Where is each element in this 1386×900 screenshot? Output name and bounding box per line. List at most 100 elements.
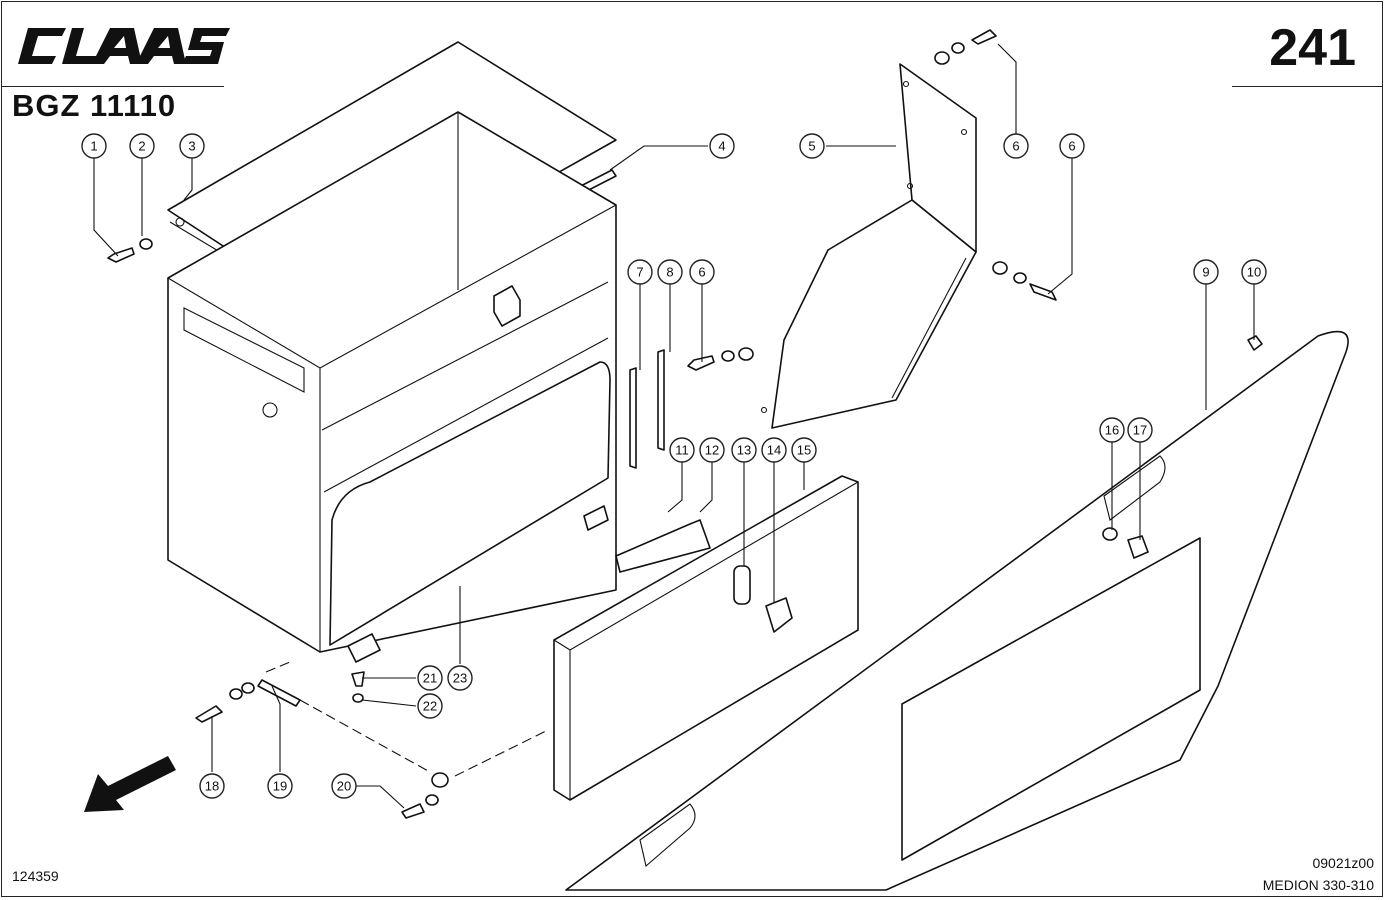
door-panel [553,475,859,801]
callout-label: 12 [705,443,719,458]
callout-circle [267,773,293,799]
callout-18: 18 [199,773,225,799]
callout-label: 18 [205,779,219,794]
callout-6: 6 [689,259,715,285]
bolt-set-center [687,355,715,371]
assembly-line [299,699,549,777]
screw-21 [351,671,365,687]
header-rule-right [1232,86,1382,87]
direction-arrow-icon [84,756,176,812]
washer-part [139,238,153,250]
callout-label: 15 [797,443,811,458]
callout-6: 6 [1003,133,1029,159]
callout-circle [791,437,817,463]
callout-label: 10 [1247,265,1261,280]
callout-14: 14 [761,437,787,463]
nut-center [738,347,754,361]
callout-label: 3 [188,139,195,154]
machine-name: MEDION 330-310 [1262,877,1374,893]
callout-circle [331,773,357,799]
callout-circle [1193,259,1219,285]
callout-label: 23 [453,671,467,686]
callout-5: 5 [799,133,825,159]
callout-label: 9 [1202,265,1209,280]
callout-circle [699,437,725,463]
callout-circle [1059,133,1085,159]
bolt-20 [401,803,425,819]
callout-circle [417,693,443,719]
callout-17: 17 [1127,417,1153,443]
callout-circle [627,259,653,285]
callout-label: 8 [666,265,673,280]
callout-7: 7 [627,259,653,285]
nut-bottom [241,682,255,694]
callout-label: 11 [675,443,689,458]
callout-label: 13 [737,443,751,458]
callout-3: 3 [179,133,205,159]
callout-10: 10 [1241,259,1267,285]
callout-circle [179,133,205,159]
callout-label: 7 [636,265,643,280]
callout-label: 16 [1105,423,1119,438]
claas-logo [18,28,230,64]
callout-4: 4 [709,133,735,159]
callout-12: 12 [699,437,725,463]
drawing-number: 124359 [12,868,59,884]
callout-circle [709,133,735,159]
callout-16: 16 [1099,417,1125,443]
nut-top [934,51,950,65]
callout-circle [731,437,757,463]
callout-19: 19 [267,773,293,799]
callout-label: 4 [718,139,725,154]
callout-circle [1099,417,1125,443]
lock-part [765,597,793,633]
callout-label: 21 [423,671,437,686]
callout-11: 11 [669,437,695,463]
bolt-side [1127,535,1149,559]
callout-circle [669,437,695,463]
callout-label: 6 [698,265,705,280]
callout-circle [129,133,155,159]
callout-label: 2 [138,139,145,154]
callout-circle [1241,259,1267,285]
callout-21: 21 [417,665,443,691]
leader-lines [93,43,1255,809]
cable-eye [431,772,449,788]
callout-label: 17 [1133,423,1147,438]
callout-label: 6 [1012,139,1019,154]
side-panel [565,330,1349,891]
callout-2: 2 [129,133,155,159]
callout-circle [199,773,225,799]
hinge-part [615,519,711,573]
callout-label: 20 [337,779,351,794]
callout-23: 23 [447,665,473,691]
callout-13: 13 [731,437,757,463]
callout-circle [657,259,683,285]
housing-box [167,111,617,663]
rod-part [629,367,637,469]
callout-15: 15 [791,437,817,463]
bolt-bottom [195,705,223,723]
bolt-right [1029,283,1057,301]
callout-label: 5 [808,139,815,154]
callout-label: 1 [90,139,97,154]
washer-right [1013,272,1027,284]
reference-code: 09021z00 [1312,855,1374,871]
callout-circle [417,665,443,691]
page-number: 241 [1269,19,1356,77]
callout-label: 6 [1068,139,1075,154]
callout-circle [1127,417,1153,443]
callout-circle [81,133,107,159]
callout-8: 8 [657,259,683,285]
callout-circle [1003,133,1029,159]
callout-6: 6 [1059,133,1085,159]
washer-bottom [229,688,243,700]
rod-part-2 [657,349,665,451]
latch-part [733,565,751,605]
footer-reference: 09021z00 MEDION 330-310 [1263,852,1374,896]
callout-9: 9 [1193,259,1219,285]
bolt-part [107,247,135,263]
model-code: BGZ 11110 [12,88,177,123]
